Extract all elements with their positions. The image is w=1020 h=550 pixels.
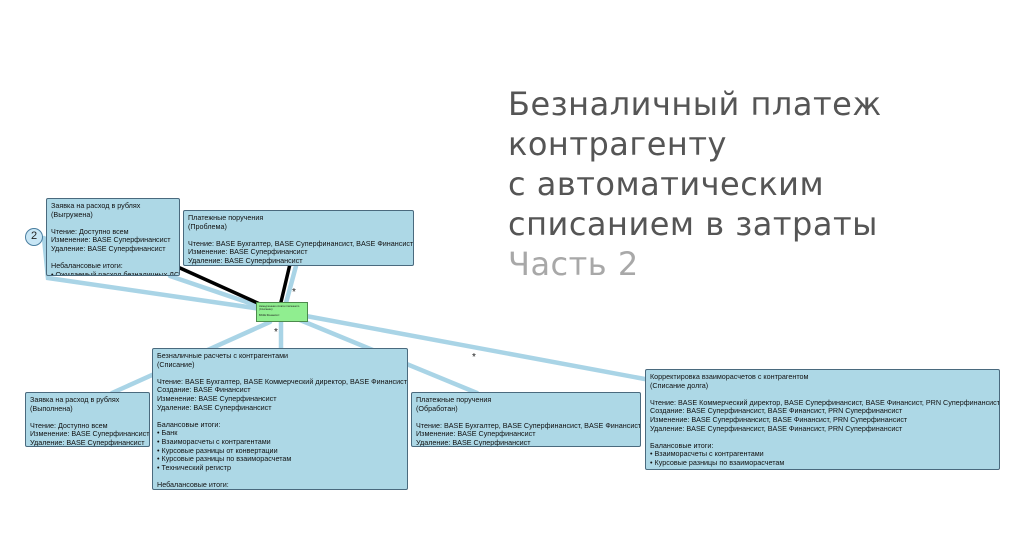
node-line: Чтение: BASE Бухгалтер, BASE Коммерчески… <box>157 376 408 386</box>
step-badge: 2 <box>25 228 43 246</box>
node-line: • Курсовые разницы по взаиморасчетам <box>650 457 785 467</box>
node-line: (Проблема) <box>188 221 227 231</box>
node-line: • Ожидаемый расход безналичных ДС <box>51 269 180 276</box>
node-line: Создание: BASE Суперфинансист, BASE Фина… <box>650 406 903 416</box>
edge-badge-to-center <box>41 235 285 315</box>
node-title: Заявка на расход в рублях <box>30 395 120 404</box>
node-line: Изменение: BASE Суперфинансист <box>416 429 536 439</box>
node-line: Удаление: BASE Суперфинансист <box>51 243 166 253</box>
node-line: Удаление: BASE Суперфинансист, BASE Фина… <box>650 423 903 433</box>
node-line: (Списание долга) <box>650 380 709 390</box>
node-line: • Взаиморасчеты с контрагентами <box>157 436 271 446</box>
title-block: Безналичный платеж контрагенту с автомат… <box>508 84 1008 284</box>
node-line: Удаление: BASE Суперфинансист <box>157 402 272 412</box>
node-platezhnye-obrabotan[interactable]: Платежные поручения(Обработан) Чтение: BA… <box>411 392 641 447</box>
node-platezhnye-problema[interactable]: Платежные поручения(Проблема) Чтение: BAS… <box>183 210 414 266</box>
node-line: Удаление: BASE Суперфинансист <box>30 437 145 447</box>
node-line: Небалансовые итоги: <box>157 479 229 489</box>
node-line: Изменение: BASE Суперфинансист <box>51 235 171 245</box>
title-line-2: контрагенту <box>508 125 727 163</box>
node-zayavka-vypolnena[interactable]: Заявка на расход в рублях(Выполнена) Чтен… <box>25 392 150 447</box>
node-title: Платежные поручения <box>188 213 264 222</box>
node-zayavka-vygruzhena[interactable]: Заявка на расход в рублях(Выгружена) Чтен… <box>46 198 180 276</box>
title-part: Часть 2 <box>508 245 639 283</box>
node-title: Заявка на расход в рублях <box>51 201 141 210</box>
center-node-line: BASE Финансист <box>259 314 280 317</box>
node-line: Небалансовые итоги: <box>51 261 123 271</box>
edge-platezhnye-problema-to-center-dark <box>279 262 292 304</box>
node-line: Чтение: BASE Бухгалтер, BASE Суперфинанс… <box>188 238 414 248</box>
node-line: Чтение: BASE Бухгалтер, BASE Суперфинанс… <box>416 420 641 430</box>
multiplicity-marker: * <box>472 352 476 363</box>
node-line: • Прочие доходы и расходы <box>650 467 995 469</box>
node-line: • Технический регистр <box>157 462 231 472</box>
node-line: Удаление: BASE Суперфинансист <box>188 255 303 265</box>
edge-zayavka-vygruzhena-to-center <box>167 273 273 313</box>
node-line: Изменение: BASE Суперфинансист <box>157 393 277 403</box>
node-line: Изменение: BASE Суперфинансист <box>30 429 150 439</box>
edge-zayavka-vygruzhena-to-center-dark <box>178 266 264 307</box>
node-line: • Взаиморасчеты с контрагентами <box>650 449 764 459</box>
node-line: (Выполнена) <box>30 403 73 413</box>
node-line: (Списание) <box>157 359 195 369</box>
center-node-line: Немедленная оплата платежного <box>259 305 300 308</box>
title-line-1: Безналичный платеж <box>508 85 882 123</box>
node-title: Безналичные расчеты с контрагентами <box>157 351 289 360</box>
multiplicity-marker: * <box>274 327 278 338</box>
edge-center-to-korrektirovka <box>303 313 653 383</box>
edge-platezhnye-problema-to-center <box>283 263 299 306</box>
node-line: Балансовые итоги: <box>157 419 221 429</box>
center-node-line: (Списание) <box>259 308 273 311</box>
node-korrektirovka[interactable]: Корректировка взаиморасчетов с контраген… <box>645 369 1000 470</box>
node-line: (Выгружена) <box>51 209 93 219</box>
node-line: Изменение: BASE Суперфинансист, BASE Фин… <box>650 414 908 424</box>
node-line: Балансовые итоги: <box>650 440 714 450</box>
title-line-3: с автоматическим <box>508 165 825 203</box>
node-line: Изменение: BASE Суперфинансист <box>188 247 308 257</box>
node-line: Чтение: Доступно всем <box>51 226 129 236</box>
node-line: • Курсовые разницы по взаиморасчетам <box>157 454 292 464</box>
node-line: • Банк <box>157 428 178 438</box>
node-line: Чтение: BASE Коммерческий директор, BASE… <box>650 397 1000 407</box>
title-line-4: списанием в затраты <box>508 205 878 243</box>
node-line: Удаление: BASE Суперфинансист <box>416 437 531 447</box>
node-line: • Курсовые разницы от конвертации <box>157 445 278 455</box>
node-line: Чтение: Доступно всем <box>30 420 108 430</box>
node-line: Создание: BASE Финансист <box>157 385 251 395</box>
node-line: (Обработан) <box>416 403 458 413</box>
multiplicity-marker: * <box>292 287 296 298</box>
node-beznalichnye-raschety[interactable]: Безналичные расчеты с контрагентами(Спис… <box>152 348 408 490</box>
node-title: Корректировка взаиморасчетов с контраген… <box>650 372 809 381</box>
node-title: Платежные поручения <box>416 395 492 404</box>
node-line: • Банковские операции КА <box>157 489 245 490</box>
center-node[interactable]: Немедленная оплата платежного (Списание)… <box>256 302 308 322</box>
